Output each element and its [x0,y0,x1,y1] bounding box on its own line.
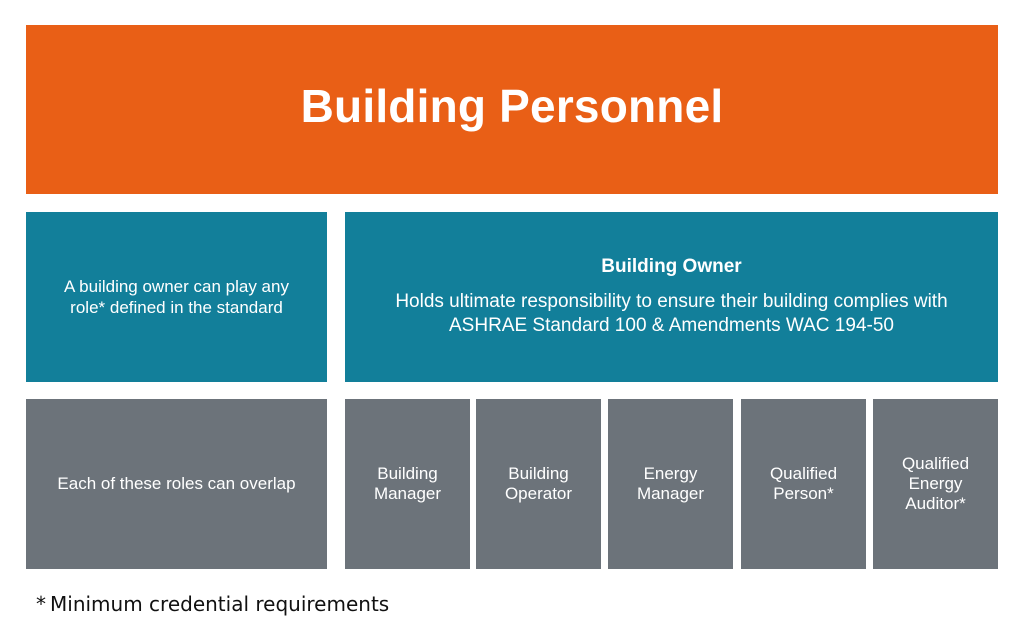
role-label: Energy Manager [636,464,705,503]
role-label: Building Operator [504,464,573,503]
footnote-text: Minimum credential requirements [50,592,390,616]
roles-overlap-note-text: Each of these roles can overlap [57,474,296,493]
role-box-energy-manager: Energy Manager [608,399,733,569]
role-box-building-manager: Building Manager [345,399,470,569]
role-box-qualified-energy-auditor: Qualified Energy Auditor* [873,399,998,569]
building-owner-title: Building Owner [601,256,742,277]
header-banner: Building Personnel [26,25,998,194]
role-label: Building Manager [373,464,442,503]
role-box-qualified-person: Qualified Person* [741,399,866,569]
diagram-title: Building Personnel [300,79,724,132]
building-owner-description: Holds ultimate responsibility to ensure … [395,291,948,336]
role-box-building-operator: Building Operator [476,399,601,569]
owner-role-note-box: A building owner can play any role* defi… [26,212,327,382]
building-owner-box: Building Owner Holds ultimate responsibi… [345,212,998,382]
role-label: Qualified Energy Auditor* [901,454,970,513]
role-label: Qualified Person* [769,464,838,503]
footnote-marker: * [36,592,46,616]
footnote: *Minimum credential requirements [36,592,389,616]
owner-role-note-text: A building owner can play any role* defi… [64,277,289,317]
roles-overlap-note-box: Each of these roles can overlap [26,399,327,569]
